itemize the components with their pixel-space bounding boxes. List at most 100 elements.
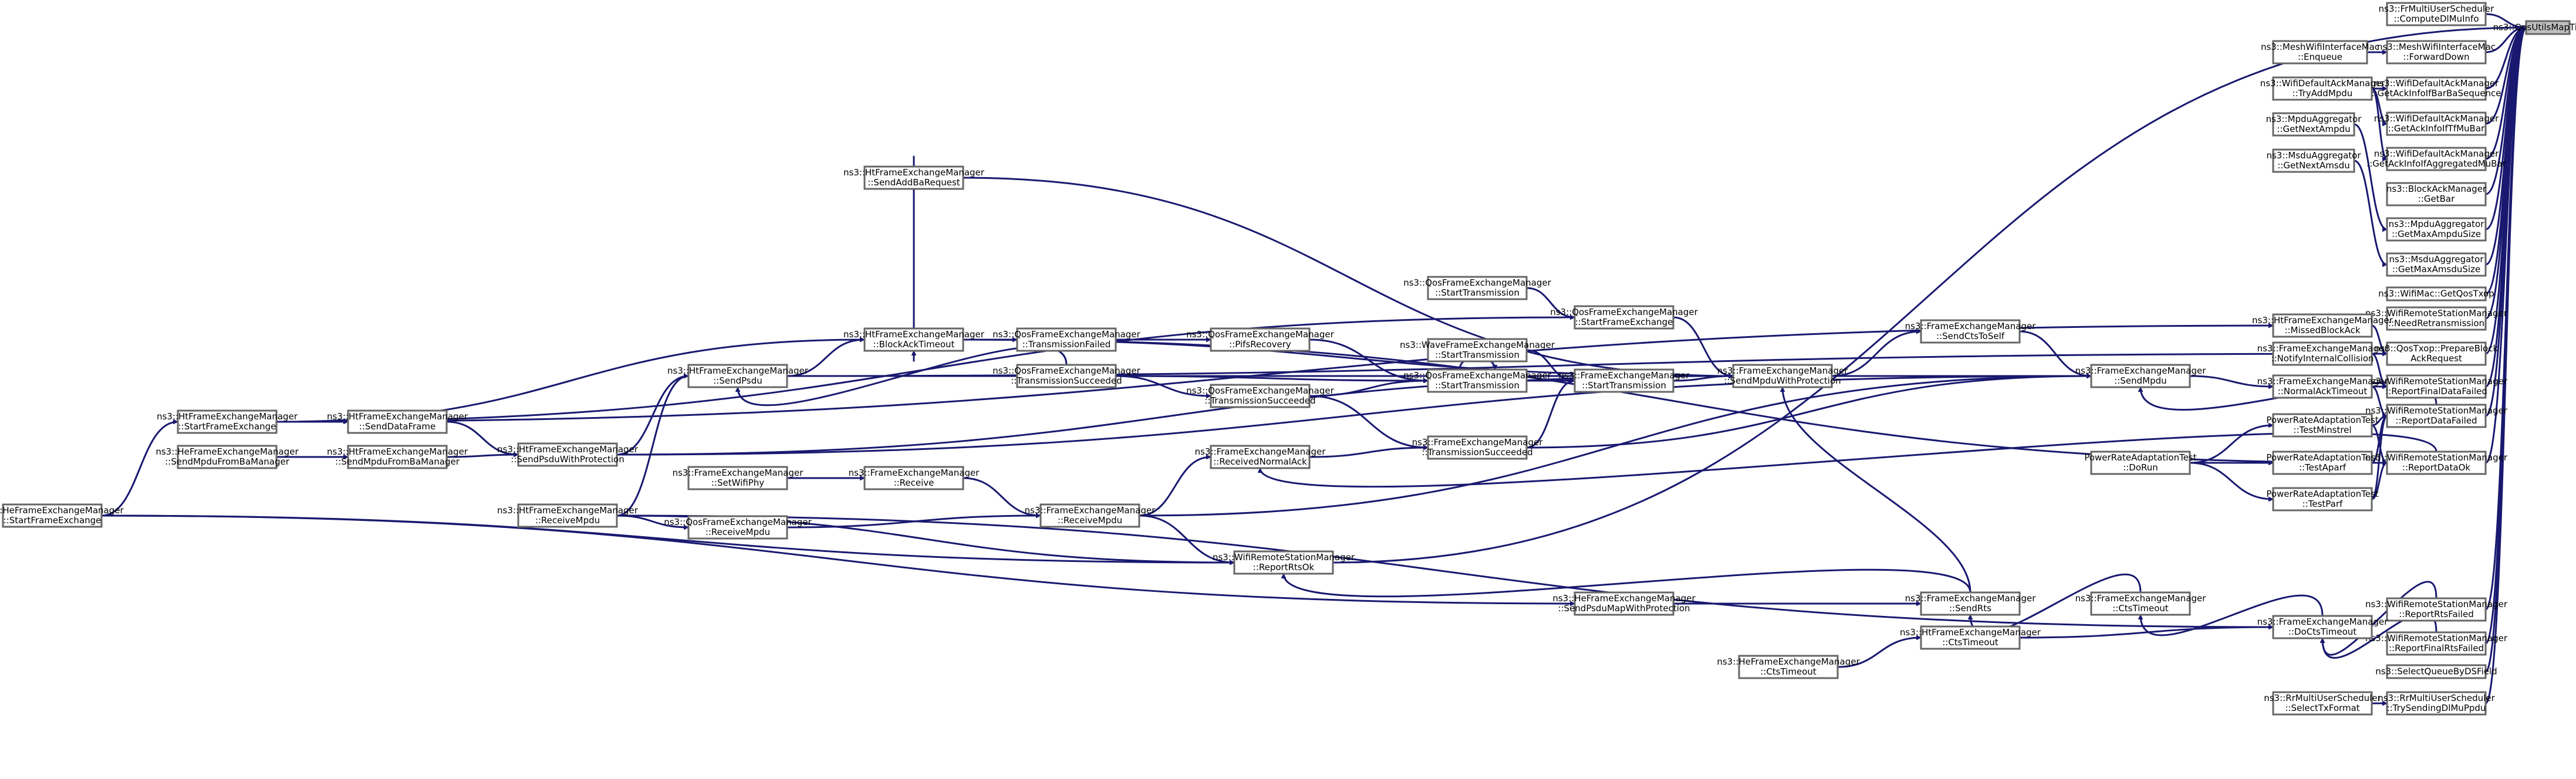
node-box[interactable] [1016, 327, 1117, 352]
node-box[interactable] [2386, 111, 2487, 136]
node-box[interactable] [2272, 341, 2373, 366]
graph-node-n46[interactable]: ns3::FrameExchangeManager::TransmissionS… [1412, 435, 1544, 460]
graph-node-n21[interactable]: PowerRateAdaptationTest::TestMinstrel [2266, 413, 2379, 438]
graph-node-n35[interactable]: ns3::QosFrameExchangeManager::StartFrame… [1550, 305, 1699, 330]
node-box[interactable] [1574, 368, 1674, 393]
node-box[interactable] [2272, 451, 2373, 475]
graph-node-n54[interactable]: ns3::HtFrameExchangeManager::SendPsduWit… [497, 442, 639, 467]
graph-node-n7[interactable]: ns3::WifiDefaultAckManager::GetAckInfoIf… [2366, 147, 2507, 171]
graph-node-n12[interactable]: ns3::MsduAggregator::GetMaxAmsduSize [2386, 252, 2487, 277]
graph-node-n30[interactable]: ns3::RrMultiUserScheduler::SelectTxForma… [2264, 691, 2382, 716]
graph-node-n49[interactable]: ns3::FrameExchangeManager::Receive [849, 466, 980, 490]
node-box[interactable] [2386, 404, 2487, 428]
graph-node-n3[interactable]: ns3::MeshWifiInterfaceMac::Enqueue [2261, 40, 2379, 65]
graph-node-n64[interactable]: ns3::HtFrameExchangeManager::CtsTimeout [1900, 625, 2041, 650]
node-box[interactable] [2272, 691, 2373, 716]
node-box[interactable] [2272, 487, 2373, 512]
graph-node-n26[interactable]: ns3::WifiRemoteStationManager::ReportRts… [2365, 597, 2508, 622]
node-box[interactable] [687, 466, 788, 490]
node-box[interactable] [1427, 368, 1528, 393]
node-box[interactable] [2, 503, 103, 528]
graph-node-n62[interactable]: ns3::FrameExchangeManager::CtsTimeout [2075, 591, 2207, 616]
node-box[interactable] [1016, 364, 1117, 388]
graph-node-n59[interactable]: ns3::HeFrameExchangeManager::StartFrameE… [0, 503, 124, 528]
node-box[interactable] [2090, 451, 2191, 475]
node-box[interactable] [2386, 451, 2487, 475]
node-box[interactable] [1039, 503, 1140, 528]
graph-node-n0[interactable]: ns3::QosUtilsMapTidToAc [2493, 20, 2576, 35]
node-box[interactable] [2386, 631, 2487, 656]
graph-node-n13[interactable]: ns3::WifiMac::GetQosTxop [2378, 286, 2494, 302]
node-box[interactable] [2386, 217, 2487, 242]
graph-node-n27[interactable]: ns3::WifiRemoteStationManager::ReportFin… [2365, 631, 2508, 656]
node-box[interactable] [2272, 112, 2355, 137]
node-box[interactable] [2272, 40, 2368, 65]
node-box[interactable] [2386, 374, 2487, 399]
node-box[interactable] [1210, 384, 1311, 408]
graph-node-n17[interactable]: ns3::FrameExchangeManager::NotifyInterna… [2257, 341, 2389, 366]
node-box[interactable] [687, 364, 788, 388]
graph-node-n22[interactable]: PowerRateAdaptationTest::TestAparf [2266, 451, 2379, 475]
node-box[interactable] [2386, 40, 2487, 65]
node-box[interactable] [1427, 276, 1528, 300]
node-box[interactable] [517, 442, 618, 467]
node-box[interactable] [2386, 341, 2487, 366]
graph-node-n53[interactable]: ns3::WifiRemoteStationManager::ReportRts… [1213, 550, 1355, 575]
graph-node-n18[interactable]: ns3::WifiRemoteStationManager::ReportFin… [2365, 374, 2508, 399]
node-box[interactable] [2090, 591, 2191, 616]
graph-node-n36[interactable]: ns3::QosFrameExchangeManager::StartTrans… [1403, 276, 1552, 300]
graph-node-n11[interactable]: ns3::MpduAggregator::GetMaxAmpduSize [2386, 217, 2487, 242]
node-box[interactable] [177, 409, 278, 434]
node-box[interactable] [1210, 327, 1311, 352]
graph-node-n38[interactable]: ns3::QosFrameExchangeManager::StartTrans… [1403, 368, 1552, 393]
graph-node-n23[interactable]: PowerRateAdaptationTest::TestParf [2266, 487, 2379, 512]
graph-node-n28[interactable]: ns3::SelectQueueByDSField [2375, 664, 2497, 679]
graph-node-n60[interactable]: ns3::FrameExchangeManager::SendRts [1905, 591, 2037, 616]
graph-node-n58[interactable]: ns3::HeFrameExchangeManager::SendMpduFro… [156, 445, 299, 469]
node-box[interactable] [2272, 615, 2373, 639]
node-box[interactable] [347, 409, 448, 434]
node-box[interactable] [2090, 364, 2191, 388]
node-box[interactable] [1738, 655, 1839, 679]
node-box[interactable] [2386, 691, 2487, 716]
graph-node-n65[interactable]: ns3::HeFrameExchangeManager::CtsTimeout [1717, 655, 1860, 679]
node-box[interactable] [1732, 364, 1833, 388]
graph-node-n43[interactable]: ns3::HtFrameExchangeManager::SendPsdu [667, 364, 809, 388]
node-box[interactable] [2386, 664, 2487, 679]
node-box[interactable] [2386, 252, 2487, 277]
node-box[interactable] [1427, 338, 1528, 363]
graph-node-n61[interactable]: ns3::HeFrameExchangeManager::SendPsduMap… [1552, 591, 1696, 616]
graph-node-n5[interactable]: ns3::WifiDefaultAckManager::TryAddMpdu [2260, 76, 2385, 101]
graph-node-n32[interactable]: ns3::FrameExchangeManager::SendCtsToSelf [1905, 319, 2037, 344]
node-box[interactable] [1233, 550, 1334, 575]
graph-node-n55[interactable]: ns3::HtFrameExchangeManager::SendDataFra… [327, 409, 468, 434]
graph-node-n37[interactable]: ns3::WaveFrameExchangeManager::StartTran… [1400, 338, 1555, 363]
node-box[interactable] [2386, 182, 2487, 206]
node-box[interactable] [1920, 591, 2021, 616]
graph-node-n57[interactable]: ns3::HtFrameExchangeManager::SendMpduFro… [327, 445, 468, 469]
graph-node-n10[interactable]: ns3::BlockAckManager::GetBar [2386, 182, 2487, 206]
graph-node-n1[interactable]: ns3::FrMultiUserScheduler::ComputeDlMuIn… [2379, 2, 2494, 26]
graph-node-n51[interactable]: ns3::QosFrameExchangeManager::ReceiveMpd… [664, 515, 812, 540]
node-box[interactable] [863, 327, 964, 352]
graph-node-n14[interactable]: ns3::WifiRemoteStationManager::NeedRetra… [2365, 306, 2508, 331]
node-box[interactable] [1574, 591, 1674, 616]
graph-node-n16[interactable]: ns3::HtFrameExchangeManager::MissedBlock… [2252, 313, 2393, 338]
node-box[interactable] [2272, 148, 2355, 173]
graph-node-n45[interactable]: ns3::QosFrameExchangeManager::Transmissi… [1186, 384, 1335, 408]
graph-node-n19[interactable]: ns3::FrameExchangeManager::NormalAckTime… [2257, 374, 2389, 399]
graph-node-n29[interactable]: ns3::RrMultiUserScheduler::TrySendingDlM… [2378, 691, 2496, 716]
node-box[interactable] [2272, 313, 2373, 338]
node-box[interactable] [517, 503, 618, 528]
graph-node-n20[interactable]: ns3::WifiRemoteStationManager::ReportDat… [2365, 404, 2508, 428]
graph-node-n42[interactable]: ns3::HtFrameExchangeManager::SendAddBaRe… [843, 165, 985, 190]
node-box[interactable] [1427, 435, 1528, 460]
graph-node-n48[interactable]: ns3::FrameExchangeManager::ReceiveMpdu [1025, 503, 1156, 528]
node-box[interactable] [2525, 20, 2571, 35]
graph-node-n24[interactable]: PowerRateAdaptationTest::DoRun [2084, 451, 2197, 475]
node-box[interactable] [177, 445, 278, 469]
graph-node-n44[interactable]: ns3::QosFrameExchangeManager::Transmissi… [992, 364, 1141, 388]
node-box[interactable] [863, 466, 964, 490]
graph-node-n25[interactable]: ns3::WifiRemoteStationManager::ReportDat… [2365, 451, 2508, 475]
